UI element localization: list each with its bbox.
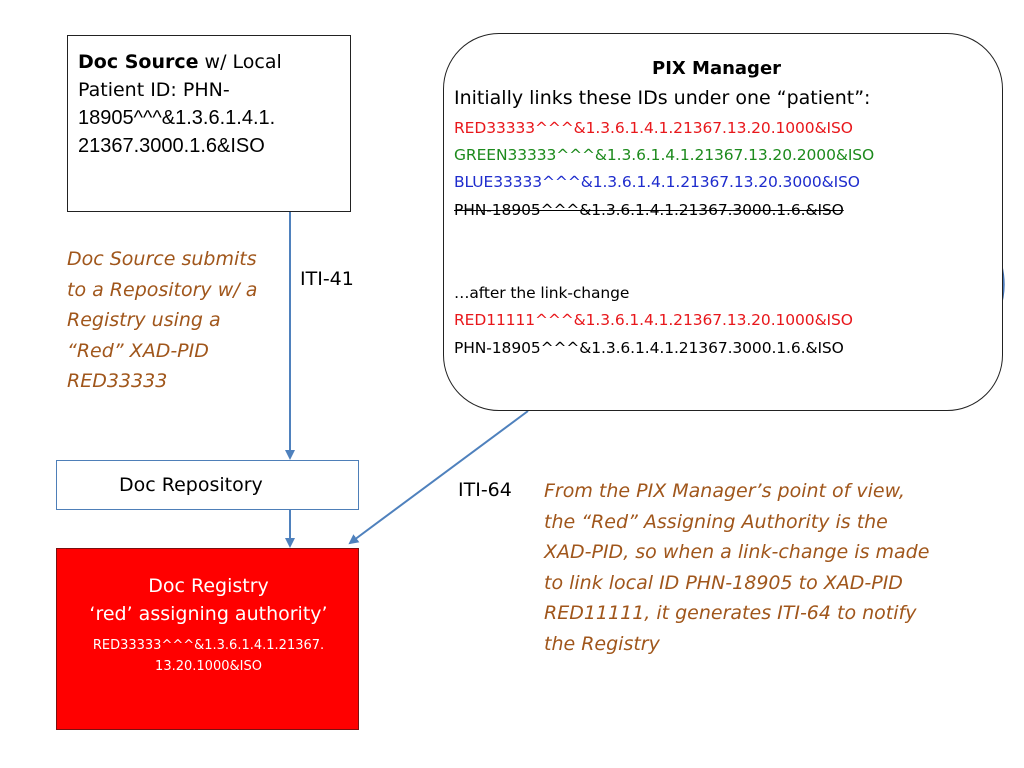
doc-source-title: Doc Source xyxy=(78,51,199,73)
doc-repository-label: Doc Repository xyxy=(119,474,263,496)
initial-id-phn: PHN-18905^^^&1.3.6.1.4.1.21367.3000.1.6.… xyxy=(454,201,844,219)
note-line: Registry using a xyxy=(67,309,221,331)
note-line: From the PIX Manager’s point of view, xyxy=(544,480,905,502)
note-line: RED11111, it generates ITI-64 to notify xyxy=(544,602,917,624)
initial-id-green: GREEN33333^^^&1.3.6.1.4.1.21367.13.20.20… xyxy=(454,146,875,164)
doc-registry-id: RED33333^^^&1.3.6.1.4.1.21367. 13.20.100… xyxy=(65,635,352,677)
after-id-red: RED11111^^^&1.3.6.1.4.1.21367.13.20.1000… xyxy=(454,311,853,329)
note-line: XAD-PID, so when a link-change is made xyxy=(544,541,930,563)
pix-manager-intro: Initially links these IDs under one “pat… xyxy=(454,87,871,109)
note-line: Doc Source submits xyxy=(67,248,257,270)
pix-manager-title: PIX Manager xyxy=(652,58,782,79)
after-link-change-heading: …after the link-change xyxy=(454,284,630,302)
note-line: to a Repository w/ a xyxy=(67,278,258,301)
iti41-label: ITI-41 xyxy=(300,268,354,290)
note-line: the “Red” Assigning Authority is the xyxy=(544,510,888,533)
note-line: “Red” XAD-PID xyxy=(67,339,209,362)
doc-registry-subtitle: ‘red’ assigning authority’ xyxy=(89,603,328,625)
note-line: to link local ID PHN-18905 to XAD-PID xyxy=(544,571,903,594)
doc-source-title-suffix: w/ Local xyxy=(198,51,282,73)
doc-source-line: Patient ID: PHN- xyxy=(78,79,230,101)
doc-source-box: Doc Source w/ Local Patient ID: PHN- 189… xyxy=(67,35,351,212)
initial-id-blue: BLUE33333^^^&1.3.6.1.4.1.21367.13.20.300… xyxy=(454,173,860,191)
iti64-label: ITI-64 xyxy=(458,479,512,501)
note-line: the Registry xyxy=(544,632,660,655)
doc-source-line: 18905^^^&1.3.6.1.4.1. xyxy=(78,107,276,129)
after-id-phn: PHN-18905^^^&1.3.6.1.4.1.21367.3000.1.6.… xyxy=(454,339,844,357)
doc-registry-id-line: RED33333^^^&1.3.6.1.4.1.21367. xyxy=(92,638,325,653)
note-line: RED33333 xyxy=(67,370,168,392)
initial-id-red: RED33333^^^&1.3.6.1.4.1.21367.13.20.1000… xyxy=(454,119,853,137)
doc-registry-title: Doc Registry xyxy=(148,575,269,597)
pix-manager-box xyxy=(443,33,1003,411)
doc-source-note: Doc Source submits to a Repository w/ a … xyxy=(67,244,297,397)
doc-repository-box xyxy=(56,460,359,510)
iti64-arrow xyxy=(348,410,529,545)
pix-manager-note: From the PIX Manager’s point of view, th… xyxy=(544,476,984,659)
doc-source-line: 21367.3000.1.6&ISO xyxy=(78,135,265,157)
doc-registry-id-line: 13.20.1000&ISO xyxy=(155,659,262,674)
doc-registry-box: Doc Registry ‘red’ assigning authority’ … xyxy=(56,548,359,730)
